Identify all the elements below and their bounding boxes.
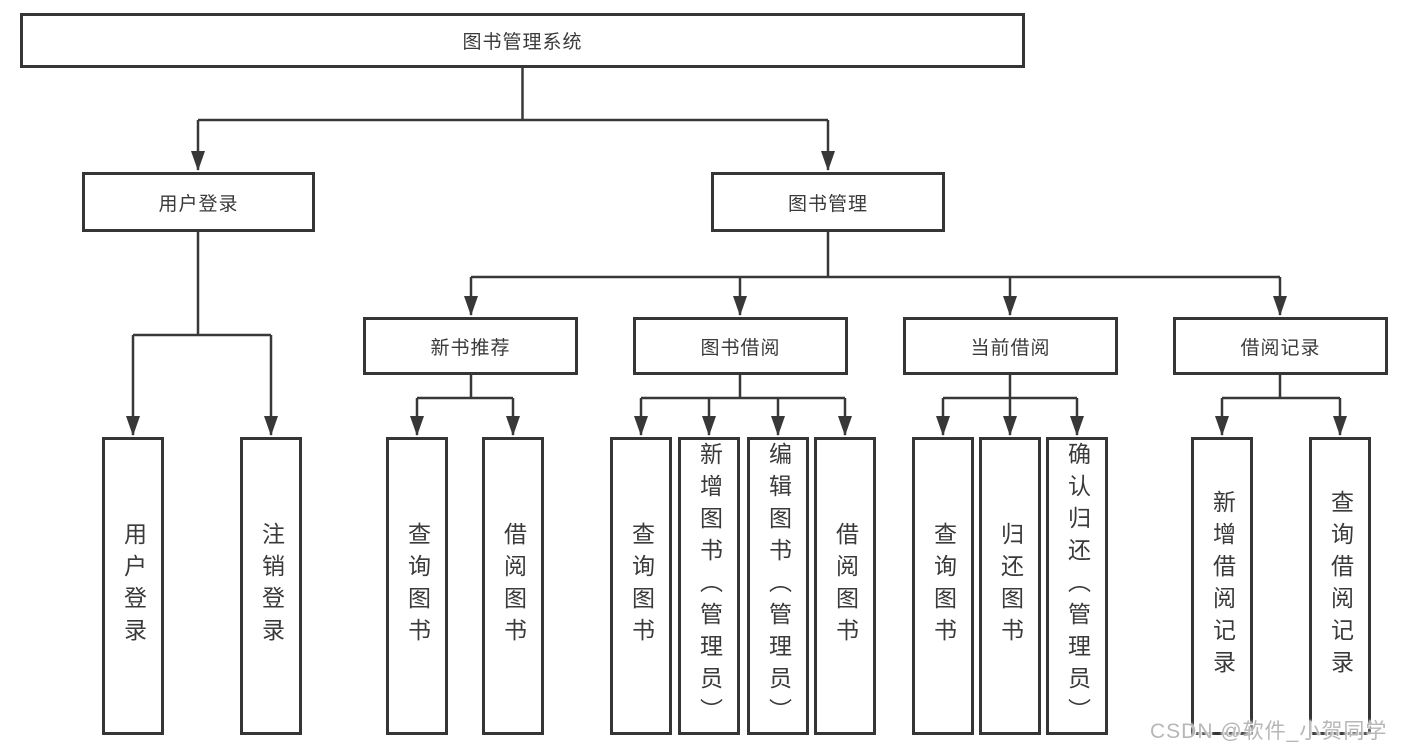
connector-user-login-trunk [133,232,271,337]
connector-current-borrow-trunk [943,375,1077,400]
leaf-query-books-b-label: 查询图书 [628,522,655,650]
connector-book-borrow-trunk [641,375,845,400]
connector-borrow-records-trunk [1222,375,1340,400]
node-book-mgmt: 图书管理 [711,172,945,232]
leaf-return-book: 归还图书 [979,437,1041,735]
leaf-logout: 注销登录 [240,437,302,735]
node-user-login: 用户登录 [82,172,315,232]
node-new-book-rec: 新书推荐 [363,317,578,375]
leaf-borrow-books-a-label: 借阅图书 [500,522,527,650]
leaf-borrow-books-b-label: 借阅图书 [832,522,859,650]
connector-new-book-rec-trunk [417,375,513,400]
leaf-add-book-admin-label: 新增图书（管理员） [696,442,723,730]
node-root: 图书管理系统 [20,13,1025,68]
leaf-edit-book-admin: 编辑图书（管理员） [747,437,809,735]
node-current-borrow: 当前借阅 [903,317,1118,375]
connector-book-mgmt-trunk [471,232,1280,279]
connector-root-trunk [198,68,828,122]
leaf-confirm-return-admin: 确认归还（管理员） [1046,437,1108,735]
leaf-add-borrow-record-label: 新增借阅记录 [1209,490,1236,682]
leaf-borrow-books-a: 借阅图书 [482,437,544,735]
leaf-query-books-c: 查询图书 [912,437,974,735]
node-borrow-records: 借阅记录 [1173,317,1388,375]
leaf-logout-label: 注销登录 [258,522,285,650]
leaf-query-books-c-label: 查询图书 [930,522,957,650]
leaf-query-borrow-record: 查询借阅记录 [1309,437,1371,735]
leaf-query-books-b: 查询图书 [610,437,672,735]
leaf-add-book-admin: 新增图书（管理员） [678,437,740,735]
leaf-user-login-label: 用户登录 [120,522,147,650]
csdn-watermark: CSDN @软件_小贺同学 [1150,720,1388,743]
leaf-query-books-a-label: 查询图书 [404,522,431,650]
node-book-borrow: 图书借阅 [633,317,848,375]
leaf-edit-book-admin-label: 编辑图书（管理员） [765,442,792,730]
leaf-return-book-label: 归还图书 [997,522,1024,650]
leaf-borrow-books-b: 借阅图书 [814,437,876,735]
leaf-query-borrow-record-label: 查询借阅记录 [1327,490,1354,682]
leaf-add-borrow-record: 新增借阅记录 [1191,437,1253,735]
leaf-query-books-a: 查询图书 [386,437,448,735]
leaf-user-login: 用户登录 [102,437,164,735]
leaf-confirm-return-admin-label: 确认归还（管理员） [1064,442,1091,730]
